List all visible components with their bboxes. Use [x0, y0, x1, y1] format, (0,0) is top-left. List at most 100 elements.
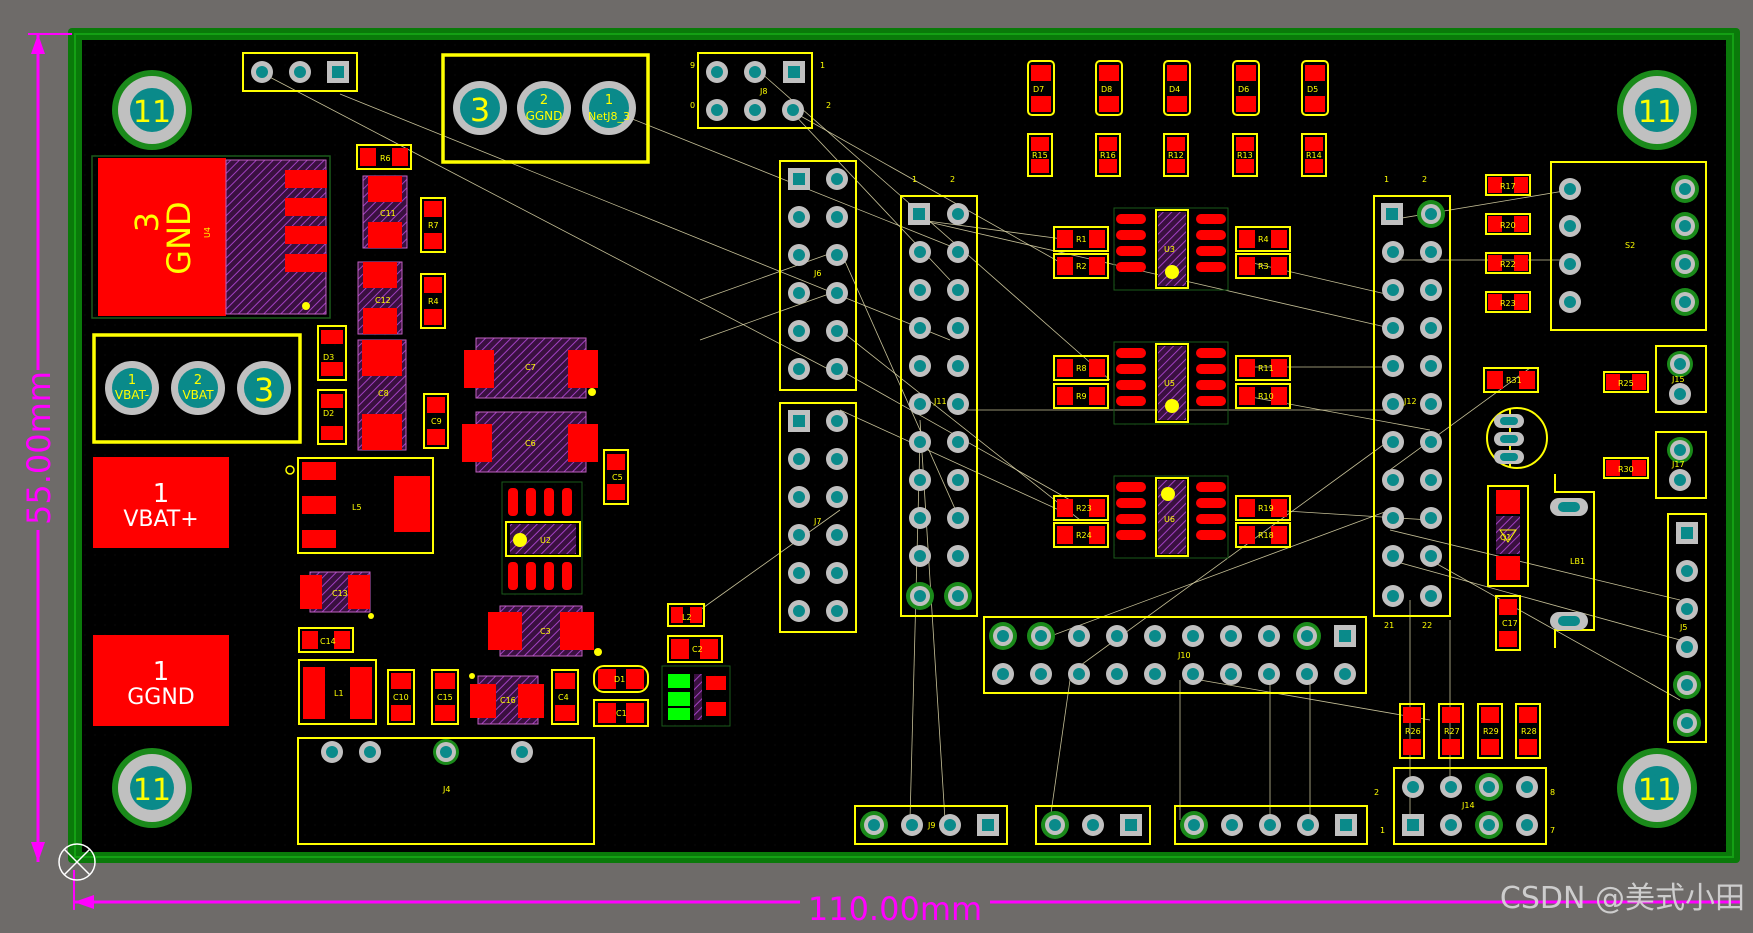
switch-s2[interactable]: S2: [1550, 161, 1707, 331]
designator: C14: [320, 637, 336, 646]
designator: D2: [323, 409, 334, 418]
designator: R25: [1618, 379, 1634, 388]
connector-j5[interactable]: J5: [1667, 513, 1707, 743]
designator: R8: [1076, 364, 1087, 373]
resistor-r25[interactable]: R25: [1603, 371, 1649, 393]
ic-u6-block[interactable]: R23 R24 U6 R19 R18: [1053, 475, 1291, 559]
connector-5pin-bottom[interactable]: [1174, 805, 1368, 845]
designator: D4: [1169, 85, 1180, 94]
led-d6[interactable]: D6: [1232, 60, 1260, 116]
designator: J6: [813, 269, 821, 278]
led-d4[interactable]: D4: [1163, 60, 1191, 116]
ic-u3-block[interactable]: R1 R2 U3 R4 R3: [1053, 207, 1291, 291]
capacitor-c17[interactable]: C17: [1495, 595, 1521, 651]
battery-connector-top[interactable]: 3 2 GGND 1 NetJ8_3: [441, 53, 650, 164]
diode-vertical-q-area[interactable]: Q1: [1487, 485, 1529, 587]
pad-net: VBAT+: [123, 507, 198, 532]
component-lb1[interactable]: LB1: [1550, 474, 1595, 648]
resistor-r31[interactable]: R31: [1483, 367, 1539, 393]
connector-j9[interactable]: J9: [854, 805, 1008, 845]
designator: C17: [1502, 619, 1518, 628]
resistor-r30[interactable]: R30: [1603, 457, 1649, 479]
capacitor-c2[interactable]: C2: [667, 635, 723, 663]
resistor-r16[interactable]: R16: [1095, 133, 1121, 177]
inductor-l1[interactable]: L1: [298, 659, 377, 725]
designator: R15: [1032, 151, 1048, 160]
pad-net: VBAT: [182, 388, 214, 402]
mounting-hole-bottom-left[interactable]: 11: [112, 748, 192, 828]
capacitor-c10[interactable]: C10: [387, 669, 415, 725]
connector-j11[interactable]: J11 1 2: [900, 175, 978, 617]
pad-vbat-plus[interactable]: 1 VBAT+: [93, 457, 229, 548]
capacitor-c15[interactable]: C15: [431, 669, 475, 725]
capacitor-c9[interactable]: C9: [423, 393, 449, 449]
inductor-l5[interactable]: L5: [285, 457, 434, 554]
connector-j14[interactable]: J14 2 8 1 7: [1374, 767, 1555, 845]
header-3pin-top-left[interactable]: [242, 52, 358, 92]
resistor-r4b[interactable]: R4: [420, 273, 446, 329]
pin-label: 1: [1384, 175, 1389, 184]
capacitor-c14[interactable]: C14: [298, 627, 354, 653]
designator: D3: [323, 353, 334, 362]
pad-ggnd[interactable]: 1 GGND: [93, 635, 229, 726]
designator: J4: [442, 785, 450, 794]
designator: R26: [1405, 727, 1421, 736]
pad-number: 3: [254, 371, 274, 409]
capacitor-c8[interactable]: C8: [357, 339, 407, 451]
capacitor-c4[interactable]: C4: [551, 669, 579, 725]
connector-3pin-bottom[interactable]: [1035, 805, 1151, 845]
led-d7[interactable]: D7: [1027, 60, 1055, 116]
mounting-hole-top-left[interactable]: 11: [112, 70, 192, 150]
ic-u2[interactable]: U2: [501, 481, 583, 595]
capacitor-c13[interactable]: C13: [300, 571, 374, 619]
capacitor-c12[interactable]: C12: [357, 261, 403, 335]
mounting-hole-bottom-right[interactable]: 11: [1617, 748, 1697, 828]
transistor-q1[interactable]: [1486, 407, 1548, 469]
diode-d1[interactable]: D1: [593, 665, 649, 693]
ic-u5-block[interactable]: R8 R9 U5 R11 R10: [1053, 341, 1291, 425]
capacitor-c6[interactable]: C6: [462, 411, 598, 473]
dimension-vertical[interactable]: 55.00mm: [20, 33, 72, 862]
designator: U4: [203, 227, 212, 238]
connector-j10[interactable]: J10: [983, 616, 1367, 694]
capacitor-c16[interactable]: C16: [470, 675, 544, 725]
designator: C6: [525, 439, 536, 448]
mounting-hole-top-right[interactable]: 11: [1617, 70, 1697, 150]
connector-j7[interactable]: J7: [779, 402, 857, 633]
diode-d2[interactable]: D2: [317, 389, 347, 445]
diode-d3[interactable]: D3: [317, 325, 347, 381]
resistor-r7[interactable]: R7: [420, 197, 446, 253]
battery-connector-left[interactable]: 1 VBAT- 2 VBAT 3: [92, 333, 302, 444]
connector-j8[interactable]: J8 9 1 0 2: [690, 52, 831, 129]
led-d8[interactable]: D8: [1095, 60, 1123, 116]
led-d5[interactable]: D5: [1301, 60, 1329, 116]
resistor-r6[interactable]: R6: [356, 144, 412, 170]
designator: C5: [612, 473, 623, 482]
capacitor-c3[interactable]: C3: [488, 605, 602, 657]
resistor-r13[interactable]: R13: [1232, 133, 1258, 177]
regulator-u4[interactable]: 3 GND U4: [91, 155, 331, 319]
capacitor-c11[interactable]: C11: [362, 175, 408, 249]
resistor-r14[interactable]: R14: [1301, 133, 1327, 177]
dimension-horizontal[interactable]: 110.00mm: [73, 870, 1740, 928]
capacitor-c7[interactable]: C7: [464, 337, 598, 399]
component-green-keepout[interactable]: [661, 665, 731, 727]
resistor-r12[interactable]: R12: [1163, 133, 1189, 177]
resistor-r15[interactable]: R15: [1027, 133, 1053, 177]
designator: J7: [813, 517, 821, 526]
connector-j6[interactable]: J6: [779, 160, 857, 391]
capacitor-c5[interactable]: C5: [603, 449, 629, 505]
connector-j12[interactable]: J12 1 2 21 22: [1373, 175, 1451, 630]
capacitor-c1[interactable]: C1: [593, 699, 649, 727]
inductor-l2[interactable]: L2: [667, 603, 705, 627]
connector-j15[interactable]: J15: [1655, 345, 1707, 413]
resistor-column-right[interactable]: R17 R20 R22 R23: [1485, 174, 1531, 313]
connector-j17[interactable]: J17: [1655, 431, 1707, 499]
designator: C8: [378, 389, 389, 398]
designator: U5: [1164, 379, 1175, 388]
designator: C3: [540, 627, 551, 636]
resistor-row-bottom[interactable]: R26 R27 R29 R28: [1399, 703, 1541, 759]
connector-j4[interactable]: J4: [297, 737, 595, 845]
